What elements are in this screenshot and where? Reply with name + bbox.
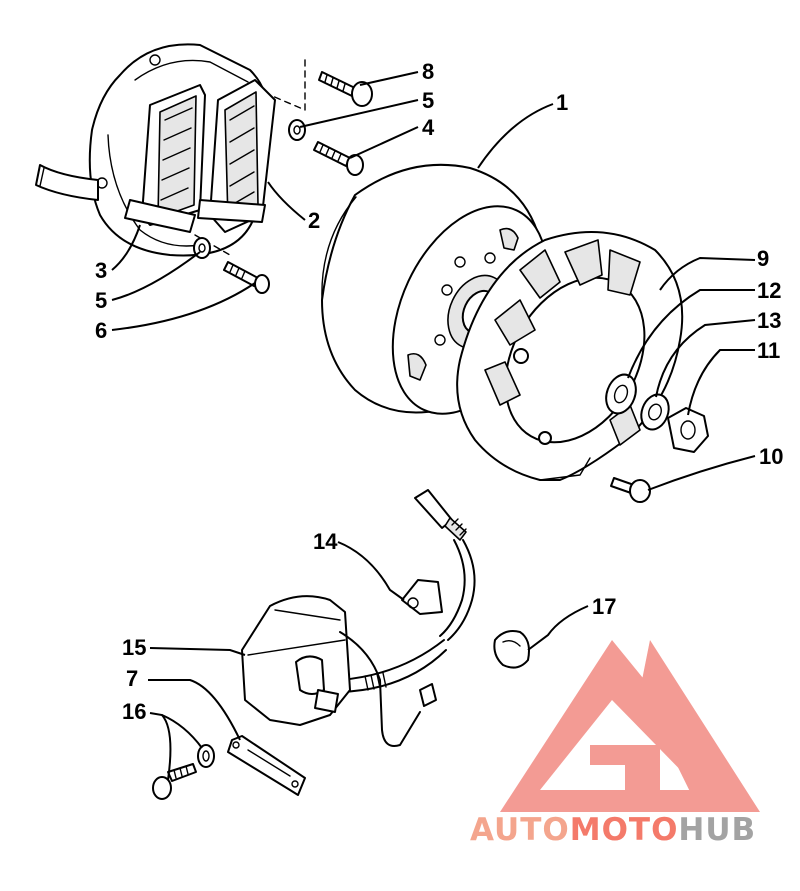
callout-12: 12 [757, 278, 782, 303]
coil-3 [124, 84, 206, 233]
screw-10 [610, 477, 651, 503]
wire-clamp-14 [401, 579, 443, 615]
washer-16 [197, 744, 215, 768]
ignition-coil-15 [241, 595, 437, 747]
high-tension-wire [339, 489, 476, 693]
callout-8: 8 [422, 59, 435, 84]
callout-2: 2 [308, 208, 321, 233]
grommet-17 [493, 630, 530, 669]
callout-5-top: 5 [422, 88, 435, 113]
callout-11: 11 [757, 338, 781, 363]
nut-11 [667, 407, 709, 453]
callout-16: 16 [122, 699, 147, 724]
callout-14: 14 [313, 529, 338, 554]
callout-13: 13 [757, 308, 782, 333]
callout-4: 4 [422, 115, 435, 140]
watermark-logo [500, 640, 760, 812]
screw-4 [313, 141, 364, 176]
callout-9: 9 [757, 246, 770, 271]
callout-1: 1 [556, 90, 569, 115]
watermark-hub: HUB [678, 812, 757, 848]
callout-10: 10 [759, 444, 784, 469]
coil-2 [197, 79, 276, 233]
washer-13 [640, 393, 670, 431]
watermark-moto: MOTO [569, 812, 679, 848]
washer-12 [605, 373, 637, 415]
screw-8 [318, 71, 373, 107]
callout-17: 17 [592, 594, 617, 619]
callout-7: 7 [126, 666, 139, 691]
bracket-7 [227, 735, 306, 796]
watermark-auto: AUTO [470, 812, 570, 848]
callout-3: 3 [95, 258, 108, 283]
watermark-text: AUTOMOTOHUB [470, 812, 756, 848]
screw-16 [152, 763, 197, 800]
callout-6: 6 [95, 318, 108, 343]
leader-lines [111, 71, 756, 781]
callout-15: 15 [122, 635, 147, 660]
callout-5-bottom: 5 [95, 288, 108, 313]
lock-washer-5-top [288, 119, 306, 141]
